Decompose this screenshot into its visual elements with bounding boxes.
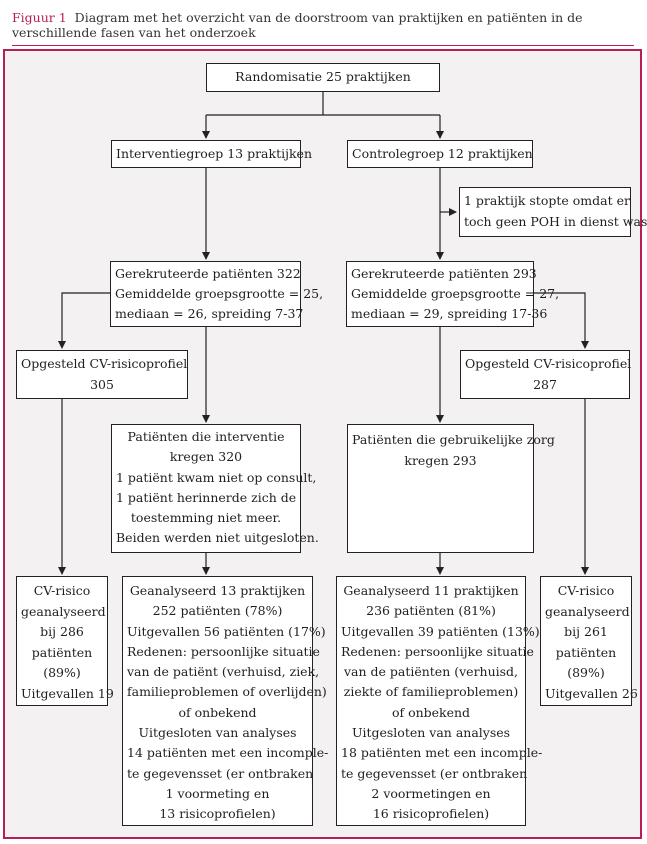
box-text-line: 18 patiënten met een incomple- bbox=[341, 745, 543, 761]
box-text-line: van de patiënten (verhuisd, bbox=[343, 664, 519, 680]
box-text-line: Geanalyseerd 11 praktijken bbox=[343, 583, 519, 598]
box-text-line: of onbekend bbox=[391, 704, 471, 720]
box-gebruikelijke-zorg: Patiënten die gebruikelijke zorg kregen 2… bbox=[347, 424, 555, 553]
box-interventie-kregen: Patiënten die interventie kregen 320 1 pat… bbox=[111, 424, 319, 553]
box-text-line: Redenen: persoonlijke situatie bbox=[127, 643, 320, 659]
box-text-line: Gerekruteerde patiënten 293 bbox=[351, 266, 537, 281]
box-text-line: (89%) bbox=[567, 665, 605, 680]
box-text-line: te gegevensset (er ontbraken bbox=[127, 765, 314, 781]
box-controlegroep: Controlegroep 12 praktijken bbox=[347, 140, 533, 168]
box-text-line: Opgesteld CV-risicoprofiel bbox=[21, 356, 188, 371]
box-text-line: patiënten bbox=[31, 644, 93, 660]
box-text-line: familieproblemen of overlijden) bbox=[127, 684, 327, 700]
box-text-line: Patiënten die gebruikelijke zorg bbox=[352, 432, 555, 447]
box-text-line: Interventiegroep 13 praktijken bbox=[116, 146, 312, 161]
box-text-line: ziekte of familieproblemen) bbox=[343, 684, 519, 700]
box-text-line: toch geen POH in dienst was bbox=[464, 214, 647, 229]
diagram-panel bbox=[3, 49, 642, 839]
box-text-line: Gerekruteerde patiënten 322 bbox=[115, 266, 301, 281]
box-text-line: Gemiddelde groepsgrootte = 25, bbox=[115, 286, 324, 301]
box-text-line: Uitgevallen 39 patiënten (13%) bbox=[341, 623, 540, 639]
box-interventiegroep: Interventiegroep 13 praktijken bbox=[111, 140, 312, 168]
box-text-line: Controlegroep 12 praktijken bbox=[352, 146, 533, 161]
box-text-line: 305 bbox=[90, 377, 114, 392]
box-text-line: toestemming niet meer. bbox=[130, 510, 282, 526]
box-text-line: bij 286 bbox=[40, 624, 84, 639]
box-analyse-interventie: Geanalyseerd 13 praktijken 252 patiënten … bbox=[122, 576, 329, 826]
box-text-line: kregen 320 bbox=[169, 449, 243, 465]
box-text-line: 1 praktijk stopte omdat er bbox=[464, 193, 630, 208]
box-randomisatie: Randomisatie 25 praktijken bbox=[206, 63, 440, 92]
box-text-line: CV-risico bbox=[33, 583, 91, 598]
box-text-line: 1 patiënt kwam niet op consult, bbox=[116, 469, 317, 485]
box-text-line: 1 patiënt herinnerde zich de bbox=[116, 489, 297, 505]
box-text-line: CV-risico bbox=[557, 583, 615, 598]
box-dropout-praktijk: 1 praktijk stopte omdat er toch geen POH … bbox=[459, 187, 647, 237]
box-text-line: Uitgevallen 56 patiënten (17%) bbox=[127, 623, 326, 639]
box-cv-interventie: CV-risico geanalyseerd bij 286 patiënten (89… bbox=[16, 576, 114, 706]
box-text-line: 252 patiënten (78%) bbox=[152, 603, 283, 619]
box-text-line: of onbekend bbox=[178, 704, 257, 720]
box-text-line: mediaan = 29, spreiding 17-36 bbox=[351, 306, 548, 321]
box-cv-controle: CV-risico geanalyseerd bij 261 patiënten (89… bbox=[540, 576, 638, 706]
box-text-line: 14 patiënten met een incomple- bbox=[127, 745, 329, 761]
box-text-line: te gegevensset (er ontbraken bbox=[341, 765, 528, 781]
box-text-line: Uitgesloten van analyses bbox=[351, 725, 511, 741]
box-text-line: Randomisatie 25 praktijken bbox=[235, 69, 411, 84]
box-text-line: Uitgevallen 26 bbox=[545, 685, 638, 701]
figure-header: Figuur 1 Diagram met het overzicht van d… bbox=[12, 10, 632, 40]
box-text-line: kregen 293 bbox=[404, 453, 477, 468]
box-text-line: patiënten bbox=[555, 644, 617, 660]
box-text-line: Uitgevallen 19 bbox=[21, 685, 114, 701]
box-text-line: 13 risicoprofielen) bbox=[159, 806, 276, 822]
box-text-line: 2 voormetingen en bbox=[371, 785, 491, 801]
figure-caption: Diagram met het overzicht van de doorstr… bbox=[12, 10, 583, 40]
box-text-line: 287 bbox=[533, 377, 557, 392]
box-text-line: geanalyseerd bbox=[545, 603, 630, 619]
box-profiel-interventie: Opgesteld CV-risicoprofiel 305 bbox=[16, 350, 188, 399]
figure-label: Figuur 1 bbox=[12, 10, 67, 25]
box-text-line: Beiden werden niet uitgesloten. bbox=[116, 530, 319, 546]
box-text-line: geanalyseerd bbox=[21, 603, 106, 619]
box-text-line: Geanalyseerd 13 praktijken bbox=[129, 583, 306, 598]
box-text-line: Redenen: persoonlijke situatie bbox=[341, 643, 534, 659]
box-text-line: bij 261 bbox=[564, 624, 608, 639]
box-text-line: Uitgesloten van analyses bbox=[138, 725, 297, 741]
box-text-line: Opgesteld CV-risicoprofiel bbox=[465, 356, 632, 371]
box-text-line: Gemiddelde groepsgrootte = 27, bbox=[351, 286, 560, 301]
box-text-line: 236 patiënten (81%) bbox=[366, 603, 496, 619]
header-rule bbox=[12, 45, 634, 46]
box-text-line: Patiënten die interventie bbox=[127, 429, 285, 444]
box-profiel-controle: Opgesteld CV-risicoprofiel 287 bbox=[460, 350, 632, 399]
box-text-line: mediaan = 26, spreiding 7-37 bbox=[115, 306, 304, 321]
box-text-line: 16 risicoprofielen) bbox=[372, 806, 490, 822]
box-text-line: 1 voormeting en bbox=[165, 785, 270, 801]
box-analyse-controle: Geanalyseerd 11 praktijken 236 patiënten … bbox=[336, 576, 543, 826]
box-text-line: van de patiënt (verhuisd, ziek, bbox=[127, 664, 320, 680]
box-text-line: (89%) bbox=[43, 665, 81, 680]
